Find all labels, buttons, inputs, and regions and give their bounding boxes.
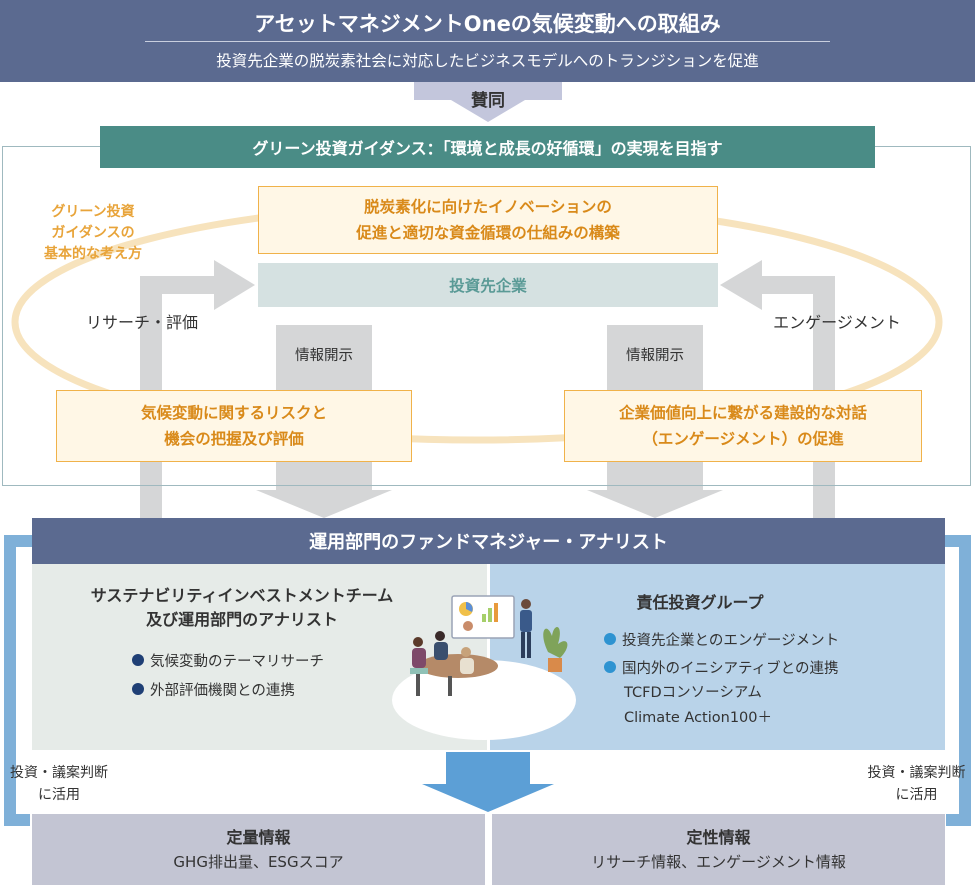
use-label-line: 投資・議案判断	[10, 765, 108, 781]
header-divider	[145, 41, 830, 42]
group-sub-item: TCFDコンソーシアム	[624, 685, 762, 701]
group-item-text: 投資先企業とのエンゲージメント	[622, 632, 840, 649]
investee-box: 投資先企業	[258, 263, 718, 307]
risk-line: 機会の把握及び評価	[164, 430, 304, 448]
qualitative-detail: リサーチ情報、エンゲージメント情報	[591, 852, 846, 871]
basic-thinking-line: グリーン投資	[51, 204, 135, 220]
team-title: サステナビリティインベストメントチーム 及び運用部門のアナリスト	[32, 584, 452, 634]
center-down-arrow	[422, 752, 554, 812]
innovation-line: 促進と適切な資金循環の仕組みの構築	[356, 224, 620, 242]
team-item-text: 気候変動のテーマリサーチ	[150, 653, 324, 670]
risk-box: 気候変動に関するリスクと 機会の把握及び評価	[56, 390, 412, 462]
use-label-line: に活用	[38, 787, 80, 803]
group-item: 投資先企業とのエンゲージメント	[604, 628, 839, 650]
engagement-label: エンゲージメント	[773, 313, 901, 332]
fund-manager-bar: 運用部門のファンドマネジャー・アナリスト	[32, 518, 945, 564]
innovation-line: 脱炭素化に向けたイノベーションの	[364, 198, 612, 216]
basic-thinking-label: グリーン投資 ガイダンスの 基本的な考え方	[18, 202, 168, 266]
endorse-label: 賛同	[471, 90, 505, 111]
right-use-loop-arrow	[897, 524, 971, 826]
quantitative-detail: GHG排出量、ESGスコア	[173, 852, 344, 871]
left-use-loop-arrow	[4, 524, 78, 826]
team-item: 外部評価機関との連携	[132, 678, 295, 700]
page-subtitle: 投資先企業の脱炭素社会に対応したビジネスモデルへのトランジションを促進	[216, 52, 759, 70]
basic-thinking-line: 基本的な考え方	[44, 246, 142, 262]
bullet-dot-icon	[604, 633, 616, 645]
disclosure-label-left: 情報開示	[295, 347, 353, 364]
team-item-text: 外部評価機関との連携	[150, 682, 295, 699]
quantitative-info-box: 定量情報 GHG排出量、ESGスコア	[32, 814, 485, 885]
use-label-line: に活用	[895, 787, 938, 803]
quantitative-title: 定量情報	[226, 827, 291, 847]
risk-line: 気候変動に関するリスクと	[140, 404, 327, 422]
qualitative-info-box: 定性情報 リサーチ情報、エンゲージメント情報	[492, 814, 945, 885]
team-title-line: サステナビリティインベストメントチーム	[90, 586, 394, 605]
qualitative-title: 定性情報	[686, 827, 751, 847]
team-title-line: 及び運用部門のアナリスト	[146, 610, 338, 629]
page-title: アセットマネジメントOneの気候変動への取組み	[254, 12, 721, 36]
dialogue-box: 企業価値向上に繋がる建設的な対話 （エンゲージメント）の促進	[564, 390, 922, 462]
group-item: 国内外のイニシアティブとの連携	[604, 656, 838, 678]
use-label-line: 投資・議案判断	[867, 765, 966, 781]
innovation-box: 脱炭素化に向けたイノベーションの 促進と適切な資金循環の仕組みの構築	[258, 186, 718, 254]
team-item: 気候変動のテーマリサーチ	[132, 649, 324, 671]
group-panel	[490, 564, 945, 750]
bullet-dot-icon	[132, 654, 144, 666]
endorse-arrow	[414, 82, 562, 122]
group-sub-item: Climate Action100＋	[624, 710, 772, 726]
dialogue-line: 企業価値向上に繋がる建設的な対話	[618, 404, 867, 422]
research-loop-arrow	[140, 260, 255, 520]
research-label: リサーチ・評価	[85, 313, 198, 332]
guidance-bar: グリーン投資ガイダンス：「環境と成長の好循環」の実現を目指す	[100, 126, 875, 168]
group-title: 責任投資グループ	[636, 593, 764, 612]
use-label-left: 投資・議案判断 に活用	[0, 762, 118, 808]
basic-thinking-line: ガイダンスの	[51, 225, 135, 241]
dialogue-line: （エンゲージメント）の促進	[642, 430, 844, 448]
bullet-dot-icon	[604, 661, 616, 673]
use-label-right: 投資・議案判断 に活用	[858, 762, 975, 808]
engagement-loop-arrow	[720, 260, 835, 520]
group-item-text: 国内外のイニシアティブとの連携	[622, 660, 839, 677]
disclosure-label-right: 情報開示	[626, 347, 684, 364]
meeting-illustration	[392, 595, 576, 740]
bullet-dot-icon	[132, 683, 144, 695]
